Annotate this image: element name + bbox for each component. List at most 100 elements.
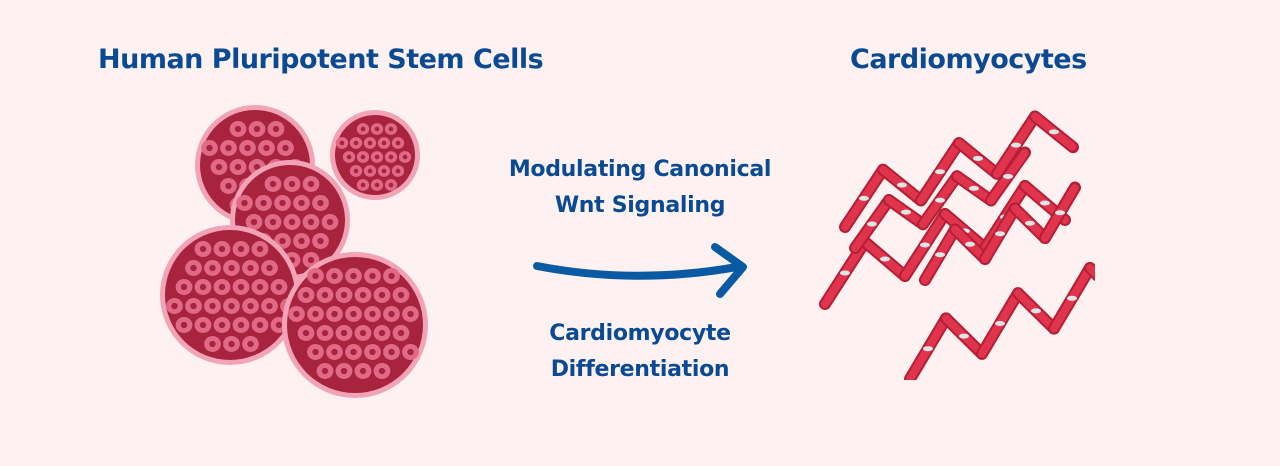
cell-nucleus [199,245,207,253]
cell-nucleus [374,154,380,160]
differentiation-label-line-2: Differentiation [550,357,730,382]
fiber-nucleus [969,185,979,191]
cell-nucleus [378,329,386,337]
cell-nucleus [256,245,264,253]
cell-nucleus [374,126,380,132]
cell-nucleus [247,340,254,348]
cell-nucleus [359,367,367,375]
cell-nucleus [407,348,414,356]
cell-nucleus [282,144,289,152]
cell-nucleus [340,329,348,337]
cell-nucleus [279,237,286,245]
cell-nucleus [353,168,359,174]
cell-nucleus [407,310,414,318]
cell-nucleus [263,144,270,152]
cell-nucleus [321,291,329,299]
cell-nucleus [199,321,207,329]
cell-nucleus [234,125,242,133]
fiber-nucleus [935,252,945,258]
cell-nucleus [350,272,357,280]
cell-nucleus [326,218,334,226]
fiber-nucleus [1055,210,1065,216]
fiber-nucleus [965,241,975,247]
fiber-nucleus [1025,220,1035,226]
stem-cells-title: Human Pluripotent Stem Cells [98,44,544,75]
cell-nucleus [256,283,264,291]
cell-nucleus [317,237,324,245]
fiber-nucleus [920,242,930,248]
cell-nucleus [253,163,261,171]
cell-nucleus [288,180,296,188]
cell-nucleus [388,154,394,160]
fiber-nucleus [901,209,911,215]
cell-nucleus [171,302,178,310]
cell-nucleus [317,199,324,207]
arrow-head [711,243,747,298]
cell-nucleus [367,168,373,174]
cell-nucleus [244,144,251,152]
cell-nucleus [247,264,254,272]
cell-nucleus [228,302,235,310]
cell-nucleus [369,272,376,280]
stem-cell-cluster-icon [160,105,428,398]
cell-nucleus [209,264,216,272]
cell-nucleus [359,291,367,299]
fiber-nucleus [867,221,877,227]
cell-nucleus [190,264,197,272]
cell-nucleus [225,144,232,152]
cell-nucleus [350,348,357,356]
cell-nucleus [331,310,338,318]
cell-nucleus [266,264,273,272]
cell-nucleus [312,348,319,356]
cell-nucleus [340,291,348,299]
cell-nucleus [388,272,395,280]
cell-nucleus [346,154,352,160]
fiber-nucleus [1011,142,1021,148]
fiber-nucleus [935,169,945,175]
cell-nucleus [241,199,248,207]
cell-nucleus [395,140,401,146]
cell-nucleus [228,264,235,272]
cell-nucleus [367,140,373,146]
fiber-nucleus [1040,200,1050,206]
cell-nucleus [247,302,254,310]
cell-nucleus [360,182,366,188]
cell-nucleus [215,163,223,171]
cell-nucleus [218,283,226,291]
cell-nucleus [190,302,197,310]
differentiation-label: Cardiomyocyte Differentiation [470,316,810,388]
stem-cell-colony [282,252,428,398]
fiber-nucleus [935,197,945,203]
cell-nucleus [209,302,216,310]
cell-nucleus [234,163,242,171]
cell-nucleus [402,154,408,160]
cell-nucleus [250,218,258,226]
cardiomyocyte-fibers-icon [819,110,1095,380]
cell-nucleus [237,321,245,329]
cell-nucleus [298,199,305,207]
fiber-nucleus [923,346,933,352]
cell-nucleus [209,340,216,348]
fiber-nucleus [973,155,983,161]
cell-nucleus [360,154,366,160]
cell-nucleus [275,283,283,291]
fiber-nucleus [880,256,890,262]
cell-nucleus [388,348,395,356]
cell-nucleus [307,218,315,226]
cell-nucleus [307,180,315,188]
fiber-nucleus [959,333,969,339]
cell-nucleus [218,245,226,253]
cell-nucleus [225,182,232,190]
cell-nucleus [381,168,387,174]
cell-nucleus [321,367,329,375]
cell-nucleus [340,367,348,375]
cell-nucleus [256,321,264,329]
cell-nucleus [369,310,376,318]
stem-cell-colony [330,110,420,200]
cell-nucleus [293,310,300,318]
cell-nucleus [388,126,394,132]
cell-nucleus [374,182,380,188]
cell-nucleus [260,199,267,207]
cell-nucleus [253,125,261,133]
cardiomyocyte-strand [849,146,1031,254]
